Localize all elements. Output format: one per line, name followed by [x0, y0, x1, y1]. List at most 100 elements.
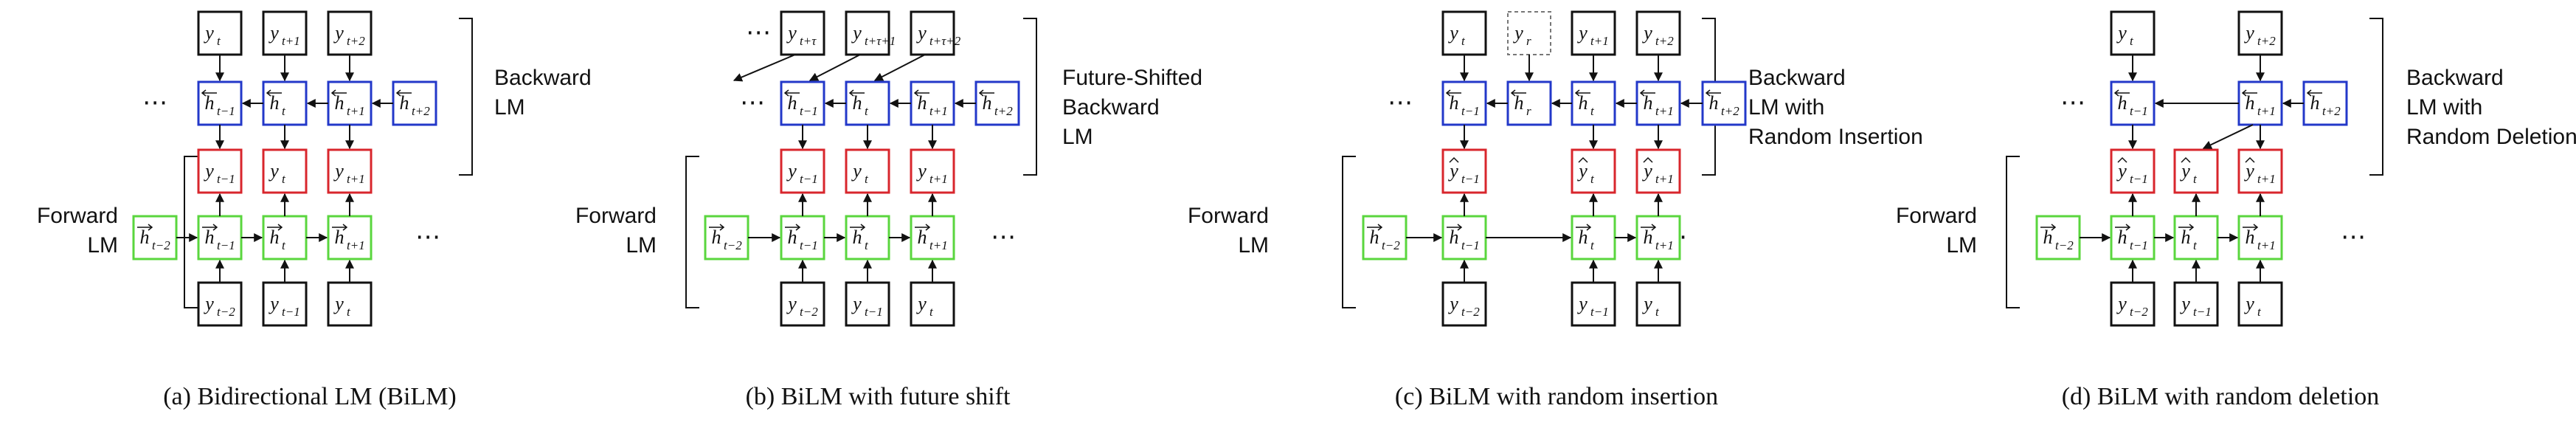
forward-lm-label: Forward [575, 204, 657, 228]
ellipsis-left: ⋯ [142, 89, 167, 117]
forward-subscript: t−1 [800, 238, 818, 252]
mid-subscript: t+1 [2257, 172, 2276, 186]
panel-caption: (c) BiLM with random insertion [1395, 383, 1718, 410]
output-edge [2202, 124, 2254, 149]
top-symbol: y [1641, 22, 1652, 44]
mid-subscript: t+1 [347, 172, 365, 186]
backward-subscript: t [865, 104, 869, 118]
backward-subscript: t+1 [1655, 104, 1674, 118]
backward-symbol: h [335, 92, 344, 114]
mid-symbol: y [2179, 160, 2190, 182]
bottom-symbol: y [2243, 293, 2254, 314]
mid-symbol: y [851, 160, 862, 182]
backward-symbol: h [1450, 92, 1459, 114]
forward-subscript: t−1 [2130, 238, 2148, 252]
mid-symbol: y [786, 160, 797, 182]
forward-subscript: t−2 [152, 238, 170, 252]
backward-lm-label: Backward [2406, 66, 2504, 90]
top-subscript: t+τ [800, 34, 817, 48]
forward-subscript: t−2 [724, 238, 742, 252]
bottom-subscript: t−1 [1590, 305, 1609, 319]
backward-symbol: h [400, 92, 409, 114]
backward-subscript: r [1526, 104, 1531, 118]
bottom-subscript: t−1 [865, 305, 883, 319]
forward-bracket [685, 156, 699, 308]
top-symbol: y [333, 22, 344, 44]
backward-bracket [459, 18, 473, 176]
top-subscript: t+1 [1590, 34, 1609, 48]
ellipsis-right: ⋯ [415, 223, 440, 251]
forward-symbol: h [205, 227, 215, 248]
backward-lm-label: LM with [1748, 95, 1824, 120]
mid-subscript: t [282, 172, 286, 186]
top-subscript: t [217, 34, 221, 48]
ellipsis-top: ⋯ [746, 18, 771, 46]
backward-symbol: h [1644, 92, 1653, 114]
panel-caption: (d) BiLM with random deletion [2062, 383, 2380, 410]
shift-edge [733, 54, 796, 82]
mid-symbol: y [1641, 160, 1652, 182]
ellipsis-left: ⋯ [2060, 89, 2085, 117]
backward-lm-label: LM [494, 95, 525, 120]
bottom-subscript: t−2 [2130, 305, 2148, 319]
backward-subscript: t−1 [217, 104, 235, 118]
forward-subscript: t+1 [929, 238, 948, 252]
forward-lm-label: Forward [1896, 204, 1977, 228]
backward-subscript: t−1 [800, 104, 818, 118]
backward-lm-label: Backward [494, 66, 592, 90]
forward-subscript: t−1 [217, 238, 235, 252]
mid-symbol: y [2116, 160, 2127, 182]
forward-lm-label: LM [87, 233, 118, 258]
mid-symbol: y [1447, 160, 1458, 182]
forward-subscript: t [2193, 238, 2198, 252]
top-symbol: y [915, 22, 927, 44]
mid-subscript: t−1 [2130, 172, 2148, 186]
shift-edge [809, 54, 861, 81]
backward-bracket [1023, 18, 1037, 176]
backward-subscript: t+2 [1721, 104, 1739, 118]
mid-subscript: t+1 [929, 172, 948, 186]
backward-subscript: t−1 [2130, 104, 2148, 118]
backward-symbol: h [205, 92, 215, 114]
top-symbol: y [268, 22, 279, 44]
mid-subscript: t+1 [1655, 172, 1674, 186]
backward-symbol: h [2310, 92, 2320, 114]
